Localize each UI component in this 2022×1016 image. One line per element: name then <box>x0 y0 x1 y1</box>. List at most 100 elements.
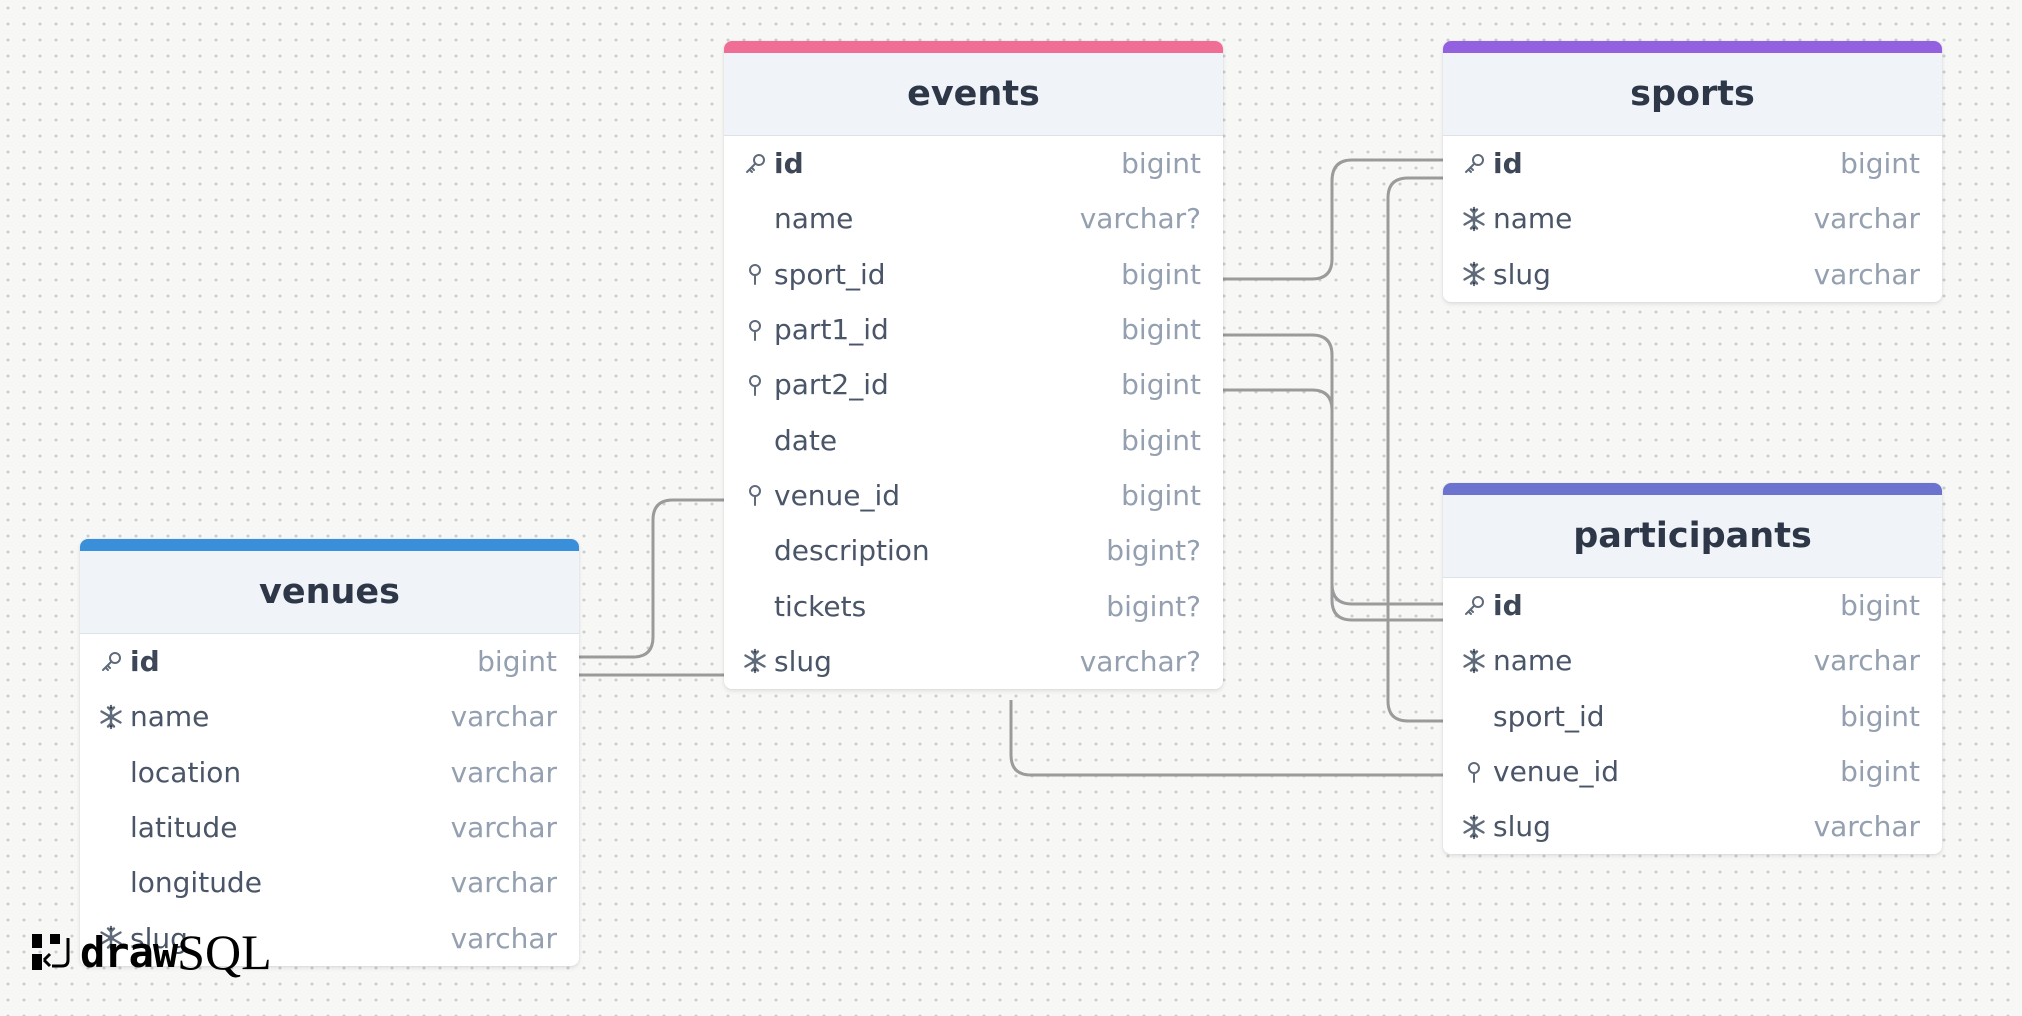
relationship-line[interactable] <box>1386 176 1445 723</box>
column-name: slug <box>1493 810 1551 844</box>
column-type: bigint? <box>1106 589 1201 623</box>
column-name: slug <box>130 921 188 955</box>
foreign-key-icon <box>742 261 768 287</box>
unique-icon <box>742 648 768 674</box>
column-type: varchar <box>450 811 557 845</box>
column-name: sport_id <box>1493 699 1605 733</box>
column-name: name <box>1493 202 1573 236</box>
table-header[interactable]: events <box>724 53 1223 136</box>
unique-icon <box>1461 814 1487 840</box>
column-row-location[interactable]: location varchar <box>80 745 579 800</box>
table-accent-bar <box>1443 41 1942 53</box>
column-name: date <box>774 423 838 457</box>
table-accent-bar <box>724 41 1223 53</box>
column-name: name <box>130 700 210 734</box>
relationship-line[interactable] <box>1009 700 1445 777</box>
key-icon <box>742 151 768 177</box>
column-type: bigint <box>1121 478 1201 512</box>
table-title: venues <box>259 572 400 612</box>
column-type: bigint <box>1121 423 1201 457</box>
column-name: name <box>1493 644 1573 678</box>
unique-icon <box>1461 261 1487 287</box>
column-row-name[interactable]: name varchar <box>80 689 579 744</box>
table-venues[interactable]: venues id bigint name varchar location varcha… <box>80 539 579 966</box>
column-row-id[interactable]: id bigint <box>724 136 1223 191</box>
relationship-line[interactable] <box>579 498 724 659</box>
foreign-key-icon <box>742 317 768 343</box>
unique-icon <box>1461 206 1487 232</box>
foreign-key-icon <box>742 372 768 398</box>
logo-text-draw: draw <box>80 927 178 977</box>
relationship-line[interactable] <box>1222 158 1445 281</box>
column-row-part1-id[interactable]: part1_id bigint <box>724 302 1223 357</box>
column-type: varchar <box>450 866 557 900</box>
column-name: location <box>130 755 242 789</box>
column-name: id <box>1493 589 1523 623</box>
foreign-key-icon <box>742 482 768 508</box>
column-type: varchar <box>450 700 557 734</box>
table-title: sports <box>1630 74 1755 114</box>
column-name: part1_id <box>774 313 889 347</box>
column-row-longitude[interactable]: longitude varchar <box>80 855 579 910</box>
foreign-key-icon <box>1461 759 1487 785</box>
column-type: varchar <box>1813 644 1920 678</box>
table-header[interactable]: venues <box>80 551 579 634</box>
logo-text-sql: SQL <box>177 924 272 980</box>
unique-icon <box>1461 648 1487 674</box>
table-header[interactable]: participants <box>1443 495 1942 578</box>
column-row-slug[interactable]: slug varchar <box>1443 799 1942 854</box>
column-name: venue_id <box>1493 755 1620 789</box>
column-row-id[interactable]: id bigint <box>80 634 579 689</box>
table-title: events <box>907 74 1040 114</box>
unique-icon <box>98 704 124 730</box>
column-row-date[interactable]: date bigint <box>724 412 1223 467</box>
column-name: description <box>774 534 930 568</box>
column-type: varchar <box>1813 810 1920 844</box>
column-row-latitude[interactable]: latitude varchar <box>80 800 579 855</box>
column-name: id <box>130 645 160 679</box>
relationship-line[interactable] <box>1222 388 1445 622</box>
key-icon <box>98 649 124 675</box>
column-name: longitude <box>130 866 262 900</box>
column-name: latitude <box>130 811 238 845</box>
key-icon <box>1461 593 1487 619</box>
column-type: bigint <box>1121 313 1201 347</box>
column-name: name <box>774 202 854 236</box>
column-row-venue-id[interactable]: venue_id bigint <box>724 468 1223 523</box>
column-row-name[interactable]: name varchar <box>1443 633 1942 688</box>
table-header[interactable]: sports <box>1443 53 1942 136</box>
column-name: tickets <box>774 589 867 623</box>
column-type: bigint <box>1840 147 1920 181</box>
column-type: varchar? <box>1079 644 1201 678</box>
column-name: venue_id <box>774 478 901 512</box>
column-row-tickets[interactable]: tickets bigint? <box>724 578 1223 633</box>
column-type: varchar <box>450 755 557 789</box>
column-type: bigint <box>1121 147 1201 181</box>
column-name: id <box>774 147 804 181</box>
drawsql-logo[interactable]: draw SQL <box>30 924 272 980</box>
table-title: participants <box>1573 516 1812 556</box>
column-type: bigint <box>1121 368 1201 402</box>
column-type: bigint <box>477 645 557 679</box>
table-accent-bar <box>1443 483 1942 495</box>
